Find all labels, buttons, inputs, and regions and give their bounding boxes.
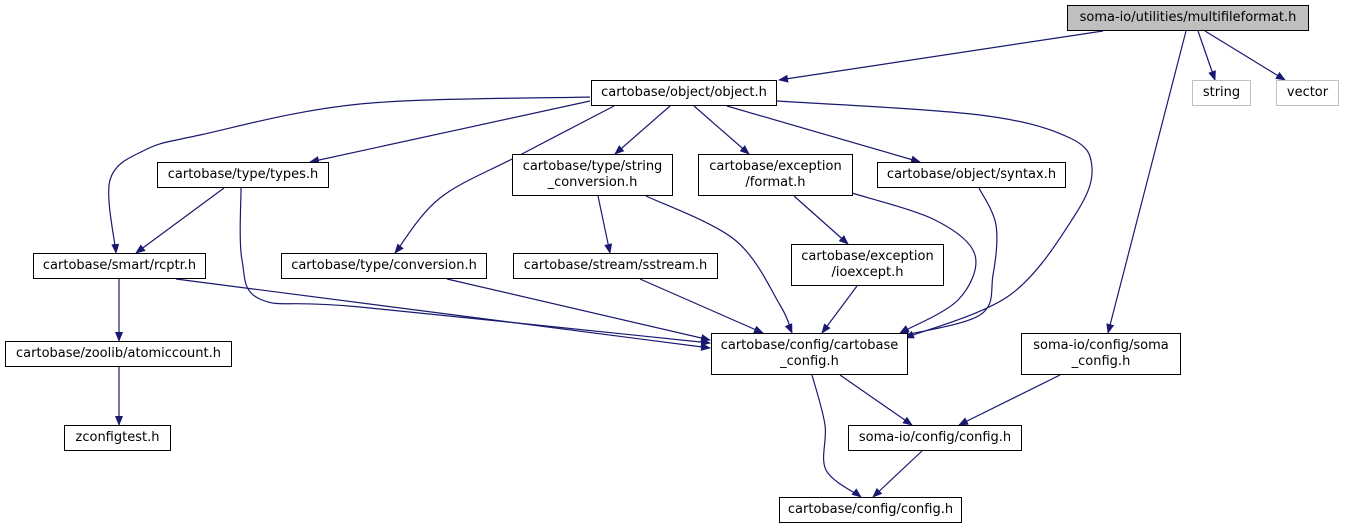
node-conversion[interactable]: cartobase/type/conversion.h <box>281 253 487 279</box>
edge-sstream-to-cartobase-config <box>639 278 764 334</box>
edge-ioexcept-to-cartobase-config <box>821 285 858 334</box>
edge-cartobase-config-to-somaio-config <box>839 374 913 426</box>
node-zconfigtest[interactable]: zconfigtest.h <box>64 425 171 451</box>
node-somaio-config[interactable]: soma-io/config/config.h <box>848 425 1022 451</box>
edge-somaio-config-to-cb-config <box>872 450 923 498</box>
node-cartobase-config-config[interactable]: cartobase/config/config.h <box>779 497 962 523</box>
edge-rcptr-to-cartobase-config <box>175 278 711 351</box>
node-syntax[interactable]: cartobase/object/syntax.h <box>877 162 1066 188</box>
node-vector: vector <box>1276 80 1339 106</box>
edge-multifileformat-to-vector <box>1204 30 1286 81</box>
edge-string-conversion-to-cartobase-config <box>645 195 793 334</box>
node-string-conversion[interactable]: cartobase/type/string _conversion.h <box>512 154 673 196</box>
node-cartobase-config[interactable]: cartobase/config/cartobase _config.h <box>711 333 908 375</box>
edge-object-to-cartobase-config <box>776 100 1093 339</box>
edge-conversion-to-cartobase-config <box>446 278 711 342</box>
node-types[interactable]: cartobase/type/types.h <box>157 162 329 188</box>
node-rcptr[interactable]: cartobase/smart/rcptr.h <box>33 253 206 279</box>
node-soma-config[interactable]: soma-io/config/soma _config.h <box>1021 333 1181 375</box>
edge-object-to-string-conversion <box>614 105 671 155</box>
edge-object-to-syntax <box>726 105 921 164</box>
edge-soma-config-to-somaio-config <box>958 374 1061 426</box>
node-multifileformat: soma-io/utilities/multifileformat.h <box>1067 5 1309 31</box>
edge-exc-format-to-ioexcept <box>793 195 849 245</box>
edge-types-to-rcptr <box>135 187 225 254</box>
edge-object-to-types <box>309 100 591 164</box>
edge-cartobase-config-to-cb-config <box>811 374 862 498</box>
node-atomiccount[interactable]: cartobase/zoolib/atomiccount.h <box>5 341 232 367</box>
node-object[interactable]: cartobase/object/object.h <box>591 80 777 106</box>
node-ioexcept[interactable]: cartobase/exception /ioexcept.h <box>791 244 944 286</box>
edge-exc-format-to-cartobase-config <box>851 192 977 334</box>
node-exception-format[interactable]: cartobase/exception /format.h <box>698 154 853 196</box>
edge-multifileformat-to-object <box>778 30 1104 83</box>
edge-multifileformat-to-soma-config <box>1106 30 1187 334</box>
node-sstream[interactable]: cartobase/stream/sstream.h <box>513 253 718 279</box>
node-string: string <box>1192 80 1251 106</box>
edge-multifileformat-to-string <box>1197 30 1216 81</box>
edge-object-to-rcptr <box>108 96 591 254</box>
edge-object-to-conversion <box>394 105 615 254</box>
edge-object-to-exc-format <box>693 105 750 155</box>
edge-types-to-cartobase-config <box>239 187 711 347</box>
edge-string-conversion-to-sstream <box>597 195 613 254</box>
edge-syntax-to-cartobase-config <box>899 187 998 338</box>
